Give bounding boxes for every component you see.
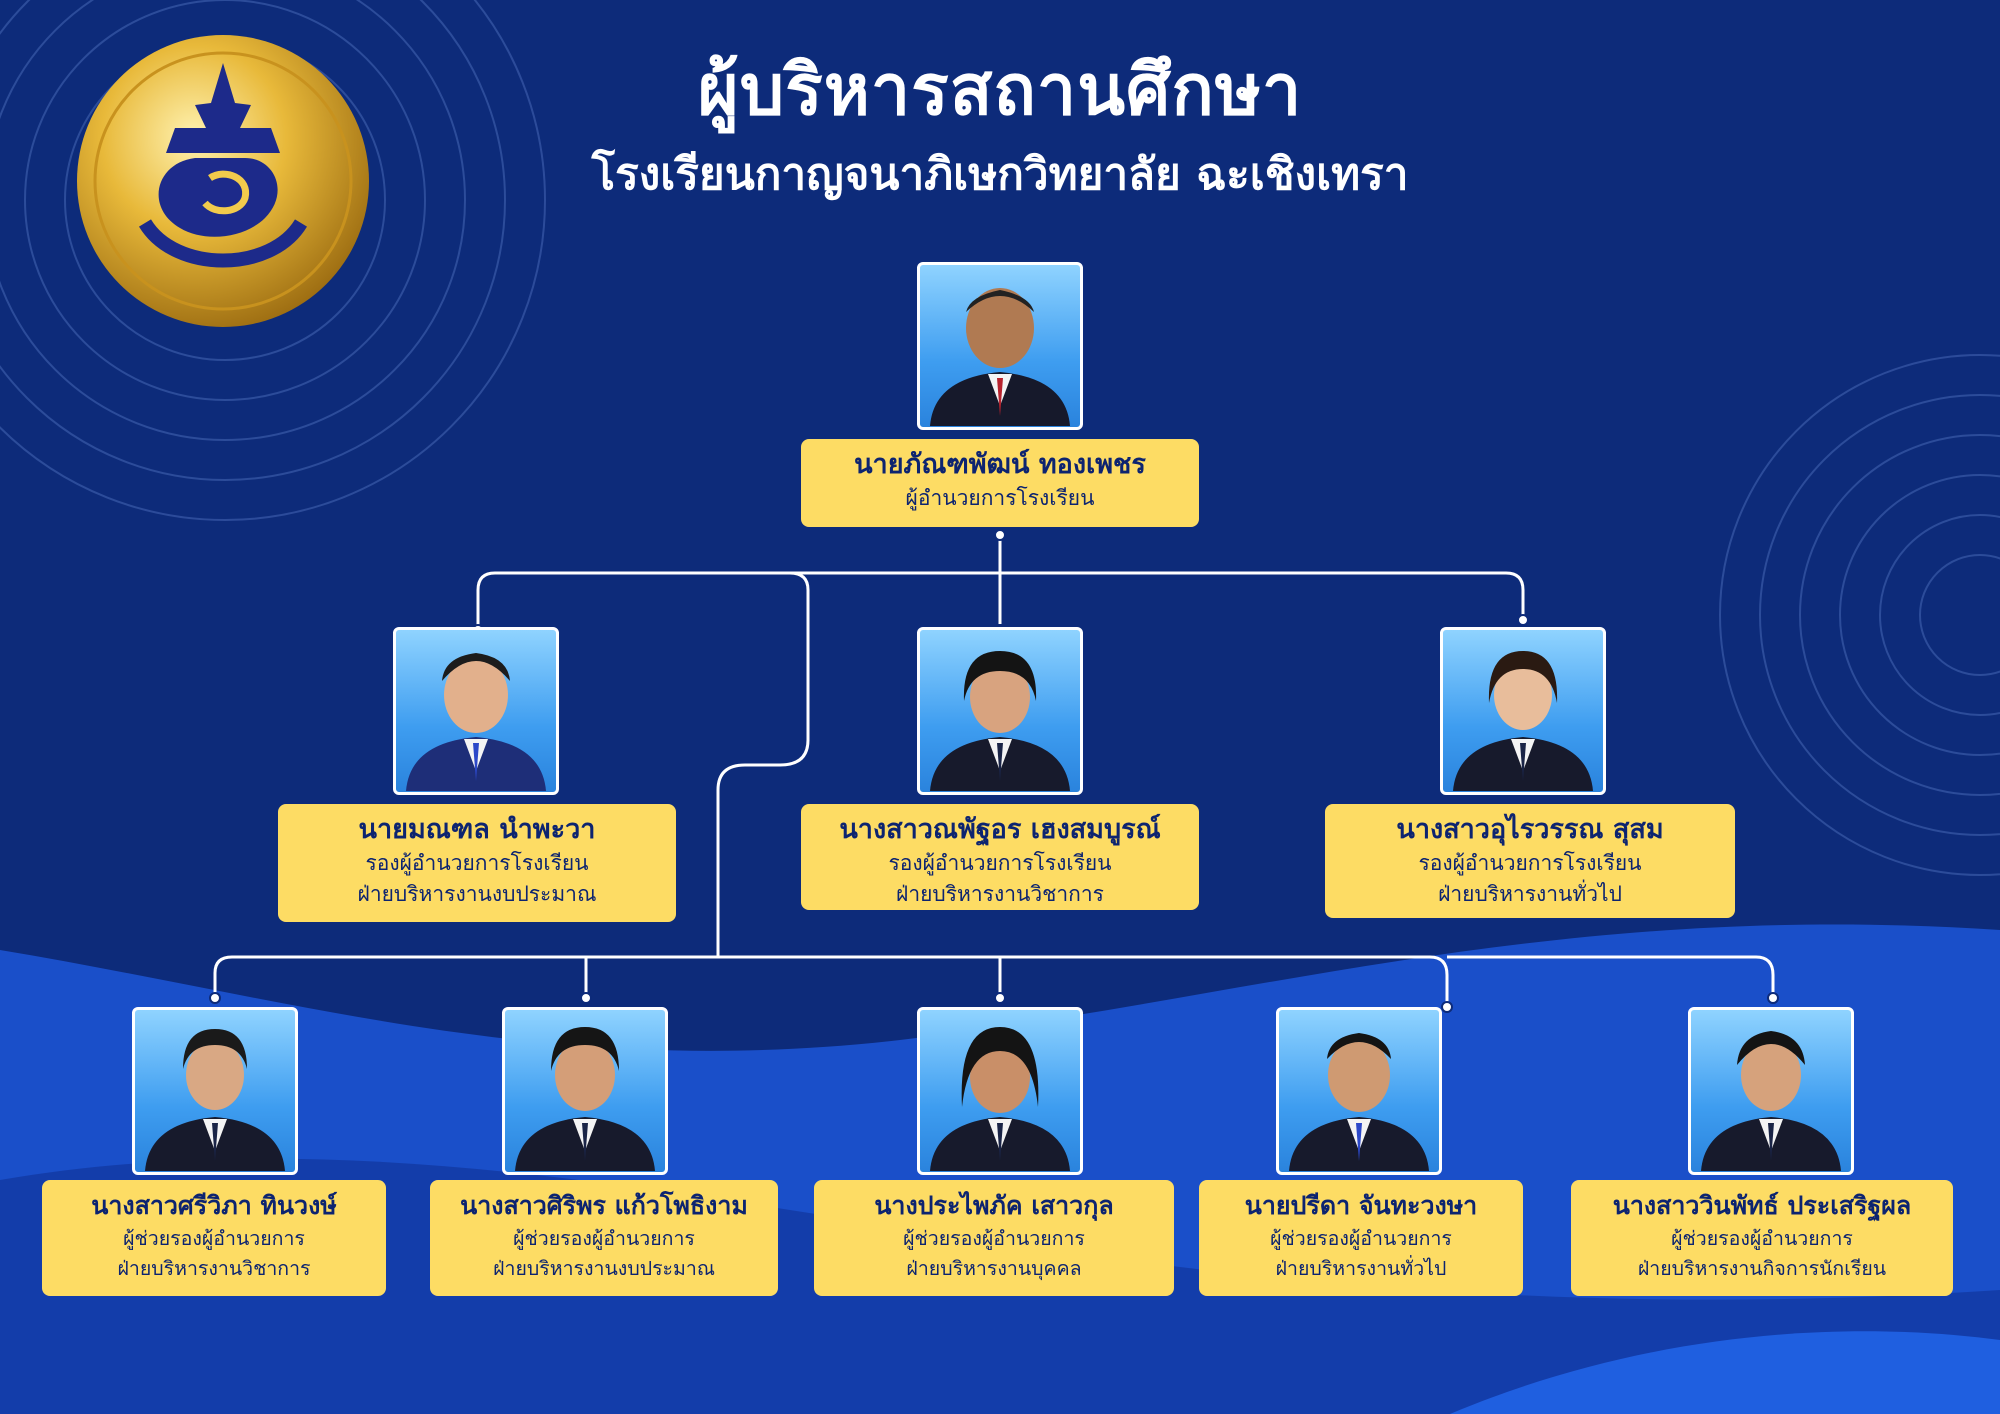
school-seal-icon (77, 35, 369, 327)
person-role: ผู้ช่วยรองผู้อำนวยการ (903, 1227, 1085, 1250)
page-title: ผู้บริหารสถานศึกษา (697, 49, 1303, 131)
assistant-card: นางสาวศิริพร แก้วโพธิงาม ผู้ช่วยรองผู้อำ… (430, 1180, 778, 1296)
person-name: นางสาวศรีวิภา ทินวงษ์ (91, 1191, 337, 1220)
assistant-photo (132, 1007, 298, 1175)
director-name: นายภัณฑพัฒน์ ทองเพชร (854, 449, 1146, 480)
person-portrait-icon (145, 1029, 285, 1171)
assistant-card: นางประไพภัค เสาวกุล ผู้ช่วยรองผู้อำนวยกา… (814, 1180, 1174, 1296)
assistant-card: นางสาววินพัทธ์ ประเสริฐผล ผู้ช่วยรองผู้อ… (1571, 1180, 1953, 1296)
person-role: รองผู้อำนวยการโรงเรียน (365, 851, 589, 875)
deputy-card: นางสาวณพัฐอร เฮงสมบูรณ์ รองผู้อำนวยการโร… (801, 804, 1199, 910)
director-role: ผู้อำนวยการโรงเรียน (905, 486, 1095, 510)
person-name: นางสาวอุไรวรรณ สุสม (1396, 814, 1664, 845)
person-role: ผู้ช่วยรองผู้อำนวยการ (1671, 1227, 1853, 1250)
person-department: ฝ่ายบริหารงานวิชาการ (896, 882, 1104, 906)
person-department: ฝ่ายบริหารงานงบประมาณ (357, 882, 597, 906)
deputy-card: นายมณฑล นำพะวา รองผู้อำนวยการโรงเรียน ฝ่… (278, 804, 676, 922)
assistant-photo (917, 1007, 1083, 1175)
person-role: รองผู้อำนวยการโรงเรียน (1418, 851, 1642, 875)
person-department: ฝ่ายบริหารงานทั่วไป (1275, 1257, 1447, 1280)
assistant-photo (502, 1007, 668, 1175)
person-department: ฝ่ายบริหารงานกิจการนักเรียน (1637, 1257, 1887, 1280)
person-portrait-icon (930, 288, 1070, 426)
person-role: รองผู้อำนวยการโรงเรียน (888, 851, 1112, 875)
person-role: ผู้ช่วยรองผู้อำนวยการ (1270, 1227, 1452, 1250)
person-portrait-icon (1701, 1031, 1841, 1171)
person-name: นายปรีดา จันทะวงษา (1244, 1191, 1478, 1220)
person-department: ฝ่ายบริหารงานวิชาการ (117, 1257, 311, 1280)
person-portrait-icon (930, 1027, 1070, 1171)
deputy-photo (393, 627, 559, 795)
person-name: นางประไพภัค เสาวกุล (874, 1191, 1114, 1220)
person-department: ฝ่ายบริหารงานบุคคล (906, 1257, 1082, 1280)
school-logo (75, 33, 371, 329)
decorative-rings-right (1719, 354, 2000, 876)
deputy-photo (1440, 627, 1606, 795)
person-portrait-icon (930, 651, 1070, 791)
person-role: ผู้ช่วยรองผู้อำนวยการ (513, 1227, 695, 1250)
assistant-card: นางสาวศรีวิภา ทินวงษ์ ผู้ช่วยรองผู้อำนวย… (42, 1180, 386, 1296)
person-name: นางสาวศิริพร แก้วโพธิงาม (460, 1191, 748, 1220)
person-portrait-icon (406, 653, 546, 791)
director-photo (917, 262, 1083, 430)
person-name: นางสาววินพัทธ์ ประเสริฐผล (1612, 1191, 1912, 1220)
page-subtitle: โรงเรียนกาญจนาภิเษกวิทยาลัย ฉะเชิงเทรา (591, 149, 1409, 200)
person-portrait-icon (515, 1027, 655, 1171)
person-portrait-icon (1289, 1033, 1429, 1171)
assistant-card: นายปรีดา จันทะวงษา ผู้ช่วยรองผู้อำนวยการ… (1199, 1180, 1523, 1296)
person-portrait-icon (1453, 651, 1593, 791)
assistant-photo (1688, 1007, 1854, 1175)
decorative-rings-left (0, 0, 546, 521)
deputy-card: นางสาวอุไรวรรณ สุสม รองผู้อำนวยการโรงเรี… (1325, 804, 1735, 918)
deputy-photo (917, 627, 1083, 795)
person-department: ฝ่ายบริหารงานงบประมาณ (493, 1257, 715, 1280)
person-name: นางสาวณพัฐอร เฮงสมบูรณ์ (839, 814, 1161, 845)
person-department: ฝ่ายบริหารงานทั่วไป (1438, 882, 1622, 906)
person-name: นายมณฑล นำพะวา (358, 814, 596, 845)
person-role: ผู้ช่วยรองผู้อำนวยการ (123, 1227, 305, 1250)
assistant-photo (1276, 1007, 1442, 1175)
director-card: นายภัณฑพัฒน์ ทองเพชร ผู้อำนวยการโรงเรียน (801, 439, 1199, 527)
